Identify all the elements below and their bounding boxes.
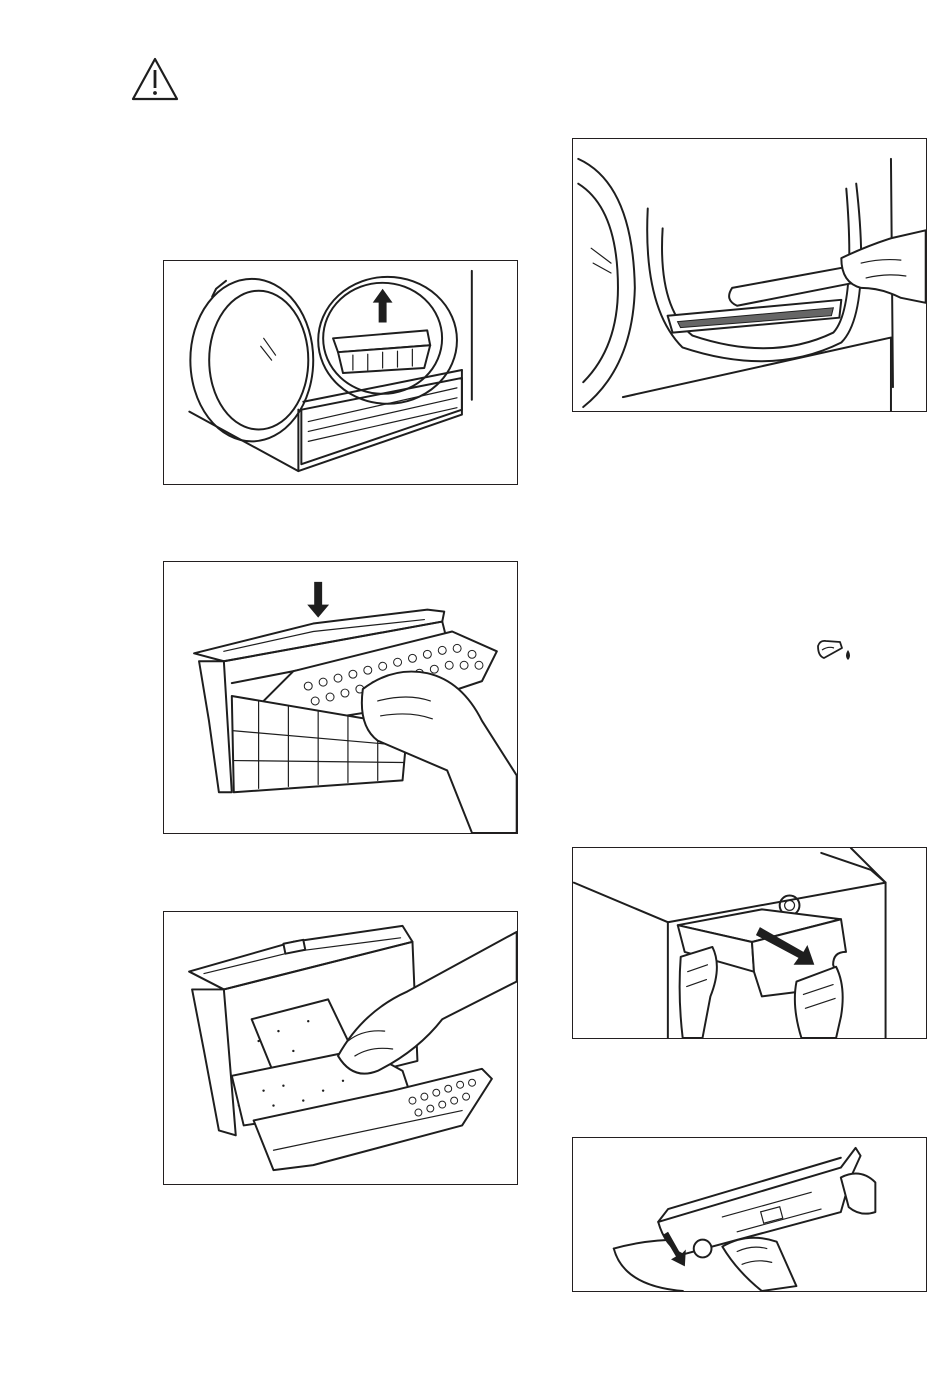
figure-remove-filter (163, 260, 518, 485)
figure-clean-drum-seal (572, 138, 927, 412)
figure-open-filter (163, 561, 518, 834)
water-container-drop-icon (814, 636, 856, 666)
figure-clean-filter (163, 911, 518, 1185)
warning-triangle-icon (130, 56, 180, 102)
figure-pull-water-container (572, 847, 927, 1039)
figure-empty-water-container (572, 1137, 927, 1292)
